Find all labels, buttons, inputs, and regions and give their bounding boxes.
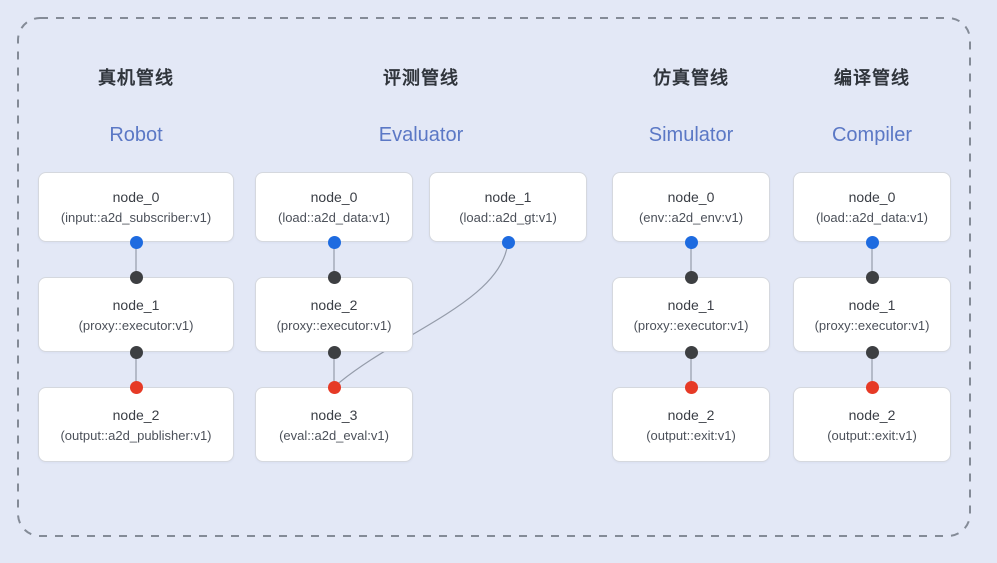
compiler-title-zh: 编译管线	[834, 68, 910, 88]
evaluator-title-zh: 评测管线	[383, 68, 459, 88]
robot-node-1-box: node_1 (proxy::executor:v1)	[38, 277, 234, 352]
node-name: node_2	[112, 406, 160, 423]
executor-input-port-dot	[328, 271, 341, 284]
robot-node-0-box: node_0 (input::a2d_subscriber:v1)	[38, 172, 234, 242]
node-name: node_0	[667, 189, 715, 205]
executor-input-port-dot	[685, 271, 698, 284]
node-type: (load::a2d_data:v1)	[277, 210, 391, 225]
source-output-port-dot	[328, 236, 341, 249]
evaluator-node-2-box: node_2 (proxy::executor:v1)	[255, 277, 413, 352]
robot-title-zh: 真机管线	[98, 68, 174, 88]
node-type: (output::exit:v1)	[827, 427, 917, 443]
node-name: node_2	[848, 406, 896, 423]
compiler-node-1-box: node_1 (proxy::executor:v1)	[793, 277, 951, 352]
compiler-node-0-box: node_0 (load::a2d_data:v1)	[793, 172, 951, 242]
node-name: node_2	[310, 296, 358, 313]
dashed-border	[17, 17, 971, 537]
compiler-title-en: Compiler	[831, 124, 913, 146]
node-name: node_0	[310, 189, 358, 205]
node-type: (proxy::executor:v1)	[814, 317, 930, 333]
node-name: node_1	[667, 296, 715, 313]
evaluator-node-3-box: node_3 (eval::a2d_eval:v1)	[255, 387, 413, 462]
node-type: (env::a2d_env:v1)	[638, 210, 744, 225]
node-type: (load::a2d_data:v1)	[815, 210, 929, 225]
source-output-port-dot	[502, 236, 515, 249]
node-type: (proxy::executor:v1)	[276, 317, 392, 333]
node-type: (output::a2d_publisher:v1)	[60, 427, 212, 443]
simulator-node-1-box: node_1 (proxy::executor:v1)	[612, 277, 770, 352]
robot-node-2-box: node_2 (output::a2d_publisher:v1)	[38, 387, 234, 462]
simulator-node-2-box: node_2 (output::exit:v1)	[612, 387, 770, 462]
sink-input-port-dot	[328, 381, 341, 394]
executor-output-port-dot	[685, 346, 698, 359]
executor-input-port-dot	[866, 271, 879, 284]
source-output-port-dot	[866, 236, 879, 249]
node-name: node_1	[848, 296, 896, 313]
compiler-node-2-box: node_2 (output::exit:v1)	[793, 387, 951, 462]
node-type: (proxy::executor:v1)	[78, 317, 194, 333]
executor-output-port-dot	[328, 346, 341, 359]
source-output-port-dot	[685, 236, 698, 249]
node-name: node_3	[310, 406, 358, 423]
robot-title-en: Robot	[109, 124, 163, 146]
simulator-node-0-box: node_0 (env::a2d_env:v1)	[612, 172, 770, 242]
sink-input-port-dot	[685, 381, 698, 394]
node-type: (proxy::executor:v1)	[633, 317, 749, 333]
node-type: (load::a2d_gt:v1)	[459, 210, 557, 225]
simulator-title-en: Simulator	[648, 124, 734, 146]
node-name: node_0	[112, 189, 160, 205]
simulator-title-zh: 仿真管线	[653, 68, 729, 88]
evaluator-node-1-box: node_1 (load::a2d_gt:v1)	[429, 172, 587, 242]
connector-curve	[333, 241, 509, 388]
node-type: (output::exit:v1)	[646, 427, 736, 443]
evaluator-title-en: Evaluator	[378, 124, 464, 146]
source-output-port-dot	[130, 236, 143, 249]
node-name: node_0	[848, 189, 896, 205]
sink-input-port-dot	[866, 381, 879, 394]
node-name: node_1	[484, 189, 532, 205]
evaluator-node-0-box: node_0 (load::a2d_data:v1)	[255, 172, 413, 242]
node-type: (input::a2d_subscriber:v1)	[60, 210, 212, 225]
node-name: node_1	[112, 296, 160, 313]
node-type: (eval::a2d_eval:v1)	[279, 427, 389, 443]
executor-output-port-dot	[866, 346, 879, 359]
sink-input-port-dot	[130, 381, 143, 394]
executor-input-port-dot	[130, 271, 143, 284]
node-name: node_2	[667, 406, 715, 423]
executor-output-port-dot	[130, 346, 143, 359]
